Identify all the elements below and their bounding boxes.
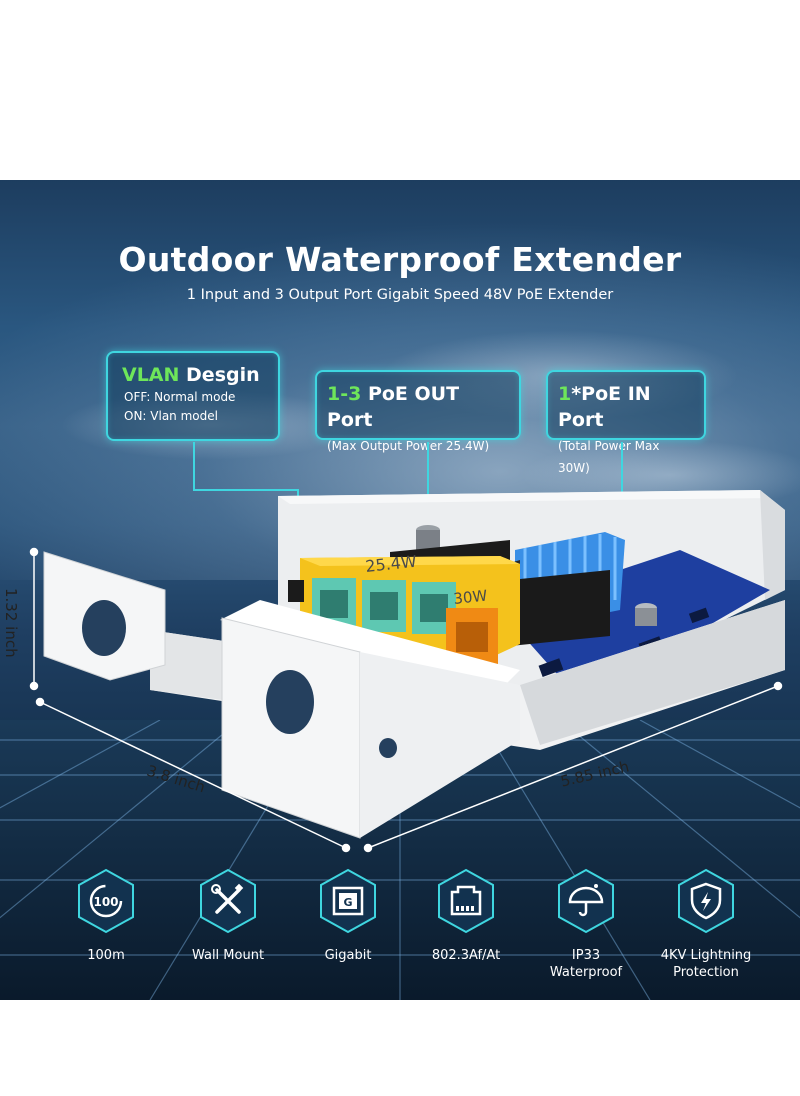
callout-poe-in-detail: (Total Power Max 30W) xyxy=(558,439,660,475)
feature-label-100m: 100m xyxy=(87,948,125,963)
umbrella-rain-icon xyxy=(556,868,616,934)
callout-vlan-on-mode: ON: Vlan model xyxy=(124,409,218,423)
callout-poe-out-title: PoE OUT Port xyxy=(327,383,460,431)
lightning-shield-icon xyxy=(676,868,736,934)
page-subtitle: 1 Input and 3 Output Port Gigabit Speed … xyxy=(186,287,614,303)
callout-poe-out-heading: 1-3 PoE OUT Port xyxy=(327,381,509,433)
callout-poe-in-highlight: 1 xyxy=(558,383,572,405)
feature-label-lightning-protection: 4KV Lightning Protection xyxy=(660,948,752,980)
callout-vlan-heading: VLAN Desgin xyxy=(122,363,264,387)
dimension-height-label: 1.32 inch xyxy=(2,588,20,658)
callout-poe-in: 1*PoE IN Port (Total Power Max 30W) xyxy=(546,370,706,475)
callout-vlan-highlight: VLAN xyxy=(122,364,180,386)
feature-label-ip33-waterproof: IP33 Waterproof xyxy=(549,948,623,980)
gigabit-chip-icon: G xyxy=(318,868,378,934)
callout-poe-out-detail: (Max Output Power 25.4W) xyxy=(327,439,490,453)
feature-label-802-3af-at: 802.3Af/At xyxy=(431,948,501,963)
callout-poe-out: 1-3 PoE OUT Port (Max Output Power 25.4W… xyxy=(315,370,521,453)
in-power-label: 30W xyxy=(453,587,489,608)
feature-label-gigabit: Gigabit xyxy=(324,948,372,963)
callout-poe-out-highlight: 1-3 xyxy=(327,383,362,405)
callout-vlan-design: VLAN Desgin OFF: Normal mode ON: Vlan mo… xyxy=(106,351,280,441)
bottom-margin xyxy=(0,1000,800,1096)
feature-label-wall-mount: Wall Mount xyxy=(191,948,265,963)
feature-802-3af-at: 802.3Af/At xyxy=(406,868,526,964)
feature-gigabit: G Gigabit xyxy=(288,868,408,964)
vlan-switch xyxy=(288,580,304,602)
ethernet-port-icon xyxy=(436,868,496,934)
feature-lightning-protection: 4KV Lightning Protection xyxy=(646,868,766,981)
feature-100m: 100 100m xyxy=(46,868,166,964)
distance-icon-text: 100 xyxy=(93,895,118,909)
feature-wall-mount: Wall Mount xyxy=(168,868,288,964)
wall-mount-tools-icon xyxy=(198,868,258,934)
distance-100-icon: 100 xyxy=(76,868,136,934)
callout-poe-in-heading: 1*PoE IN Port xyxy=(558,381,694,433)
feature-ip33-waterproof: IP33 Waterproof xyxy=(526,868,646,981)
callout-vlan-title: Desgin xyxy=(179,364,260,386)
callout-vlan-off-mode: OFF: Normal mode xyxy=(124,390,236,404)
page-title: Outdoor Waterproof Extender xyxy=(118,240,682,279)
capacitors xyxy=(416,525,657,626)
feature-row: 100 100m Wall Mount G xyxy=(0,868,800,998)
dimension-lines xyxy=(29,547,783,853)
callout-poe-in-title: *PoE IN Port xyxy=(558,383,651,431)
chip-icon-text: G xyxy=(343,896,352,909)
mounting-bracket-right xyxy=(221,617,520,839)
mounting-bracket-left xyxy=(43,551,166,681)
poe-extender-illustration: 25.4W 30W xyxy=(29,442,785,853)
